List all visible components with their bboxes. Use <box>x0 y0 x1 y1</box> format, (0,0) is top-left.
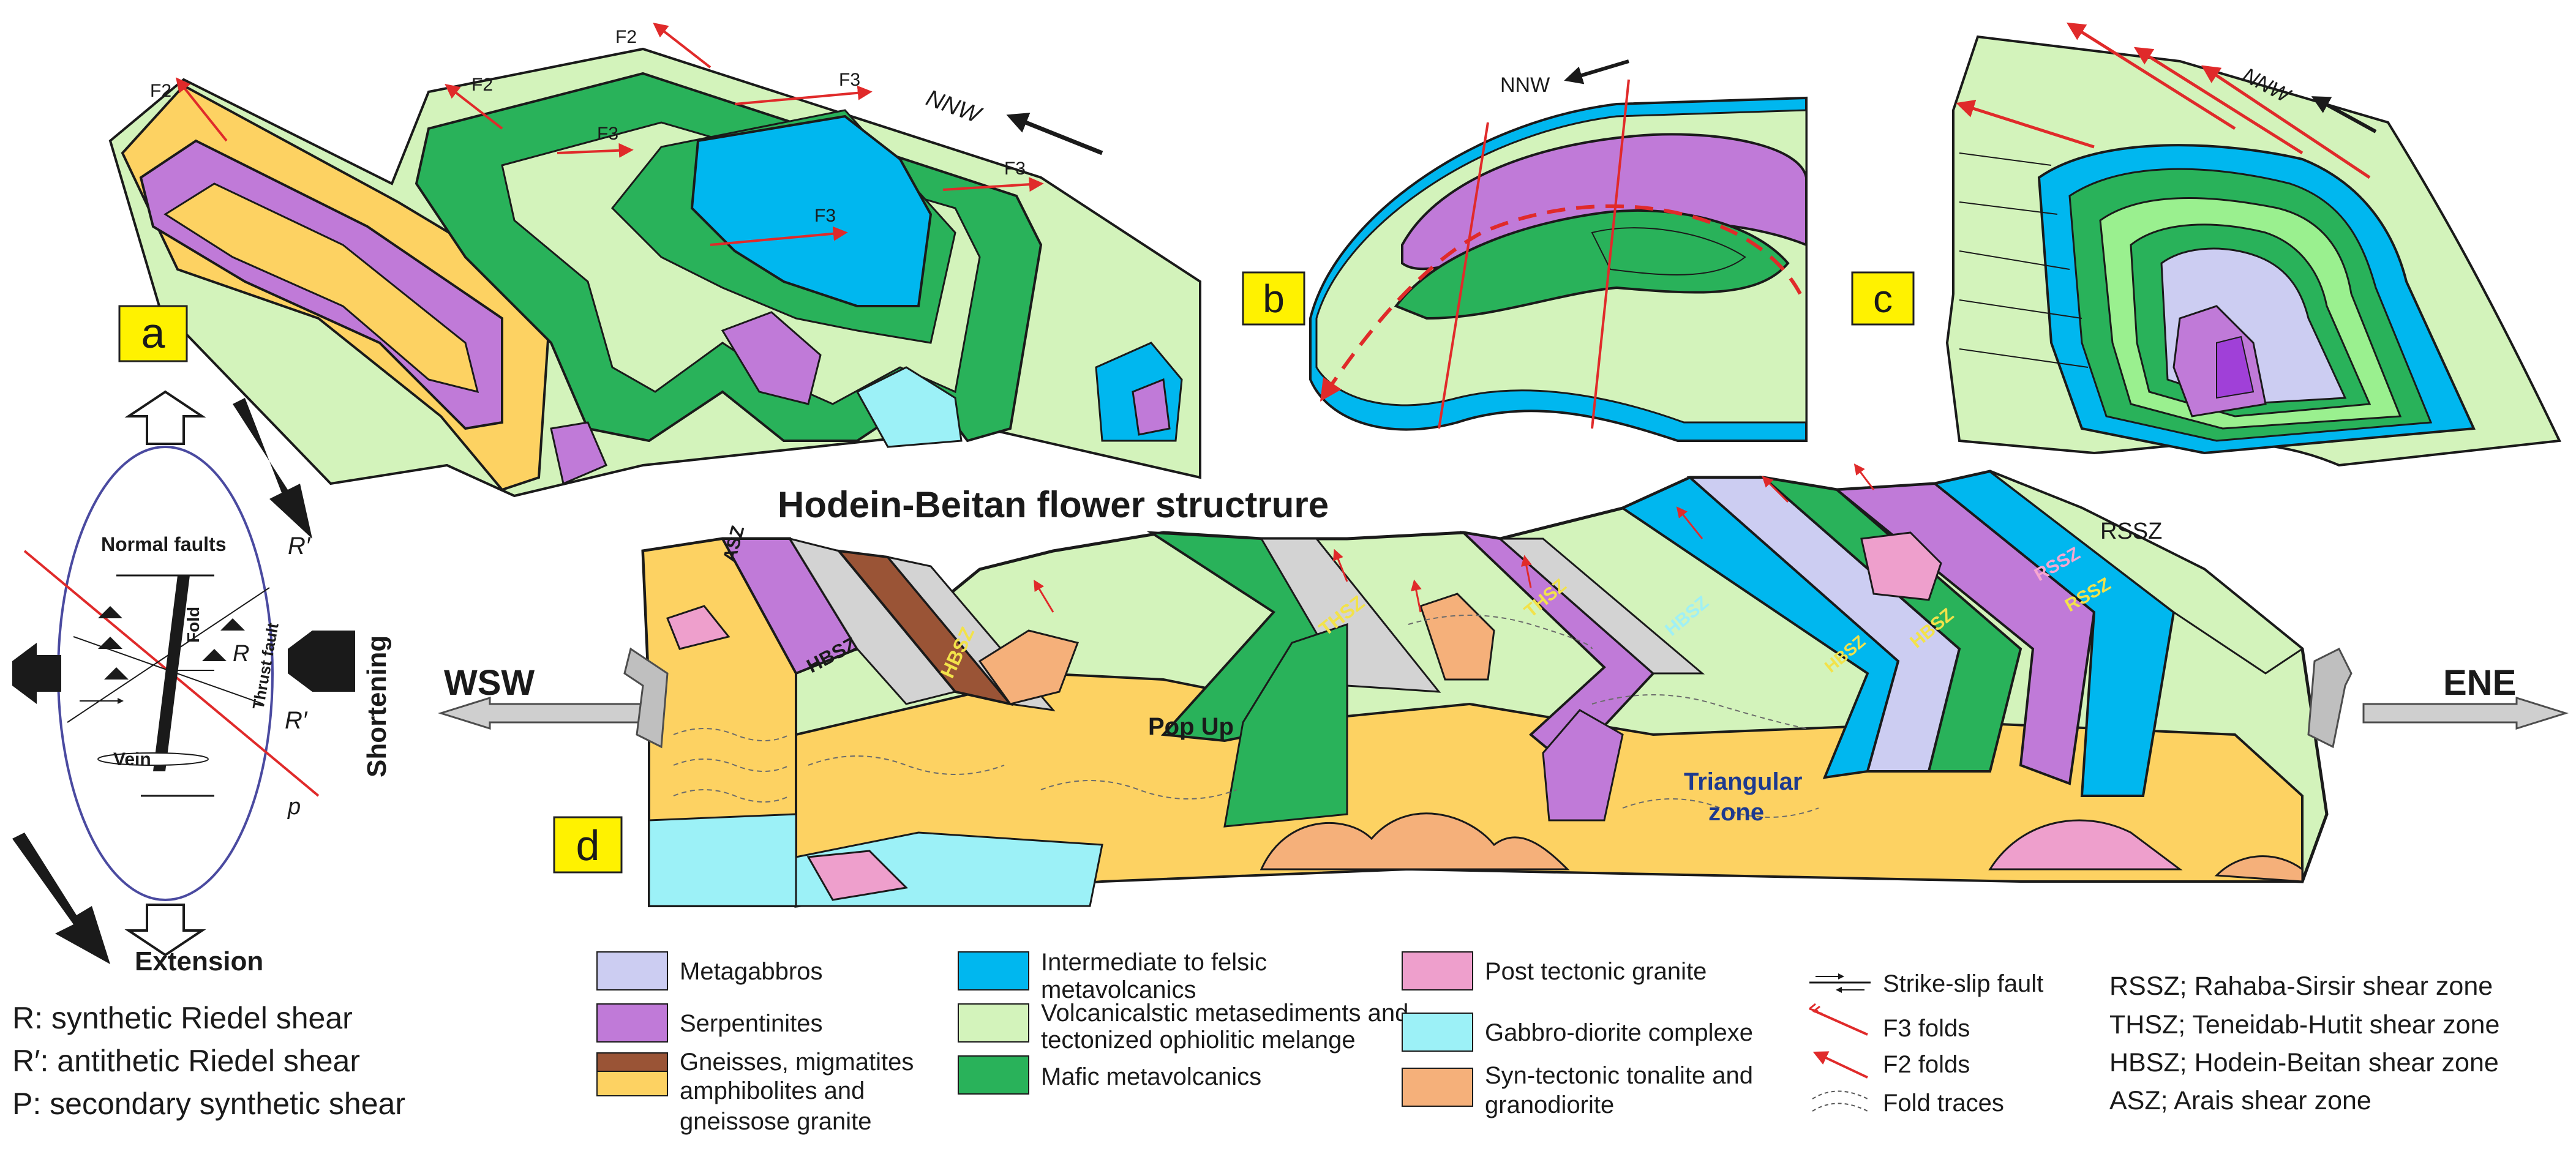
triangular-zone-label-2: zone <box>1708 799 1764 826</box>
legend-label: Volcanicalstic metasediments and <box>1041 1000 1408 1027</box>
strain-r-prime-bottom-label: R′ <box>285 707 308 734</box>
wsw-label: WSW <box>444 663 535 703</box>
legend-symbol-label: F3 folds <box>1883 1015 1970 1042</box>
legend-label: granodiorite <box>1485 1091 1614 1118</box>
panel-b-direction-arrow <box>1564 59 1629 84</box>
panel-a-fold-label: F2 <box>150 81 171 101</box>
legend: Metagabbros Serpentinites Gneisses, migm… <box>596 949 2499 1135</box>
legend-swatch-mafic <box>958 1055 1029 1095</box>
panel-a-fold-label: F2 <box>615 27 637 47</box>
legend-label: Gneisses, migmatites <box>680 1049 914 1076</box>
abbreviation-line: HBSZ; Hodein-Beitan shear zone <box>2109 1048 2499 1077</box>
left-strike-slip-icon <box>623 647 669 749</box>
legend-swatch-serpentinites <box>596 1003 668 1043</box>
f2-fold-icon <box>1812 1051 1868 1079</box>
pop-up-label: Pop Up <box>1148 713 1234 740</box>
panel-a-block: F2 F2 F2 F3 F3 F3 F3 NNW a <box>108 23 1201 498</box>
abbreviation-line: ASZ; Arais shear zone <box>2109 1086 2371 1115</box>
shear-zone-label: RSSZ <box>2100 519 2162 544</box>
legend-label: Mafic metavolcanics <box>1041 1063 1261 1090</box>
f3-fold-icon <box>1809 1003 1868 1036</box>
bottom-open-arrow-icon <box>124 904 206 957</box>
strain-ellipse-diagram: Normal faults Fold Thrust fault Vein R R… <box>12 390 392 976</box>
ene-label: ENE <box>2443 663 2516 703</box>
legend-label: metavolcanics <box>1041 976 1196 1003</box>
strain-fold-label: Fold <box>184 607 203 643</box>
legend-label: Metagabbros <box>680 958 822 985</box>
legend-label: tectonized ophiolitic melange <box>1041 1027 1356 1054</box>
right-strike-slip-icon <box>2307 647 2353 749</box>
shear-arrow-bottom-icon <box>12 833 110 964</box>
legend-swatch-post-tectonic-granite <box>1402 951 1473 990</box>
legend-swatch-volcaniclastic <box>958 1003 1029 1043</box>
legend-swatch-felsic <box>958 951 1029 990</box>
legend-swatch-metagabbros <box>596 951 668 990</box>
triangular-zone-label-1: Triangular <box>1684 768 1802 795</box>
legend-swatch-gneisses-brown <box>596 1052 668 1072</box>
legend-label: Post tectonic granite <box>1485 958 1707 985</box>
panel-b-block: NNW b <box>1242 59 1808 442</box>
legend-swatch-gabbro-diorite <box>1402 1013 1473 1052</box>
panel-c-tag: c <box>1873 277 1893 321</box>
strain-vein-label: Vein <box>113 749 151 769</box>
panel-a-fold-label: F3 <box>597 124 618 144</box>
abbreviation-line: RSSZ; Rahaba-Sirsir shear zone <box>2109 972 2493 1001</box>
panel-a-direction: NNW <box>923 85 986 129</box>
panel-a-tag: a <box>141 309 165 357</box>
panel-a-direction-arrow <box>1006 113 1103 155</box>
legend-symbol-label: Strike-slip fault <box>1883 970 2043 997</box>
strain-normal-faults-label: Normal faults <box>101 533 226 555</box>
strain-extension-label: Extension <box>135 946 263 976</box>
abbreviation-line: THSZ; Teneidab-Hutit shear zone <box>2109 1010 2499 1039</box>
strain-r-prime-top-label: R′ <box>288 533 311 560</box>
panel-a-fold-label: F3 <box>839 70 860 90</box>
legend-label: gneissose granite <box>680 1108 872 1135</box>
panel-d-title: Hodein-Beitan flower structrure <box>778 484 1329 525</box>
legend-swatch-gneisses-yellow <box>596 1071 668 1096</box>
panel-a-fold-label: F2 <box>471 75 493 95</box>
legend-swatch-syn-tectonic <box>1402 1068 1473 1107</box>
legend-label: Serpentinites <box>680 1010 822 1037</box>
riedel-key-line: R: synthetic Riedel shear <box>12 1001 353 1035</box>
legend-symbol-label: F2 folds <box>1883 1051 1970 1078</box>
fold-traces-icon <box>1812 1090 1868 1112</box>
shear-arrow-top-icon <box>233 398 312 539</box>
legend-label: Intermediate to felsic <box>1041 949 1267 976</box>
panel-a-fold-label: F3 <box>1004 159 1026 179</box>
strike-slip-fault-icon <box>1809 973 1871 993</box>
strain-shortening-label: Shortening <box>362 635 392 777</box>
panel-b-fold-trace <box>1320 204 1802 402</box>
strain-p-label: p <box>287 794 301 820</box>
panel-d-tag: d <box>576 822 600 869</box>
panel-a-fold-label: F3 <box>814 206 836 226</box>
legend-label: amphibolites and <box>680 1077 865 1104</box>
top-open-arrow-icon <box>124 390 206 445</box>
riedel-key-line: R′: antithetic Riedel shear <box>12 1044 360 1078</box>
riedel-key: R: synthetic Riedel shear R′: antithetic… <box>12 1001 405 1121</box>
strain-r-label: R <box>233 641 249 667</box>
panel-c-direction-arrow <box>2311 96 2377 133</box>
panel-b-tag: b <box>1263 277 1285 321</box>
left-push-arrow-icon <box>12 643 61 704</box>
panel-d-block: Hodein-Beitan flower structrure <box>437 463 2569 908</box>
riedel-key-line: P: secondary synthetic shear <box>12 1087 405 1121</box>
right-push-arrow-icon <box>288 631 355 692</box>
ene-arrow-icon <box>2362 696 2569 730</box>
panel-b-direction: NNW <box>1500 73 1550 97</box>
panel-c-block: NNW c <box>1851 22 2562 467</box>
legend-label: Syn-tectonic tonalite and <box>1485 1062 1753 1089</box>
legend-label: Gabbro-diorite complexe <box>1485 1019 1753 1046</box>
legend-symbol-label: Fold traces <box>1883 1090 2004 1117</box>
